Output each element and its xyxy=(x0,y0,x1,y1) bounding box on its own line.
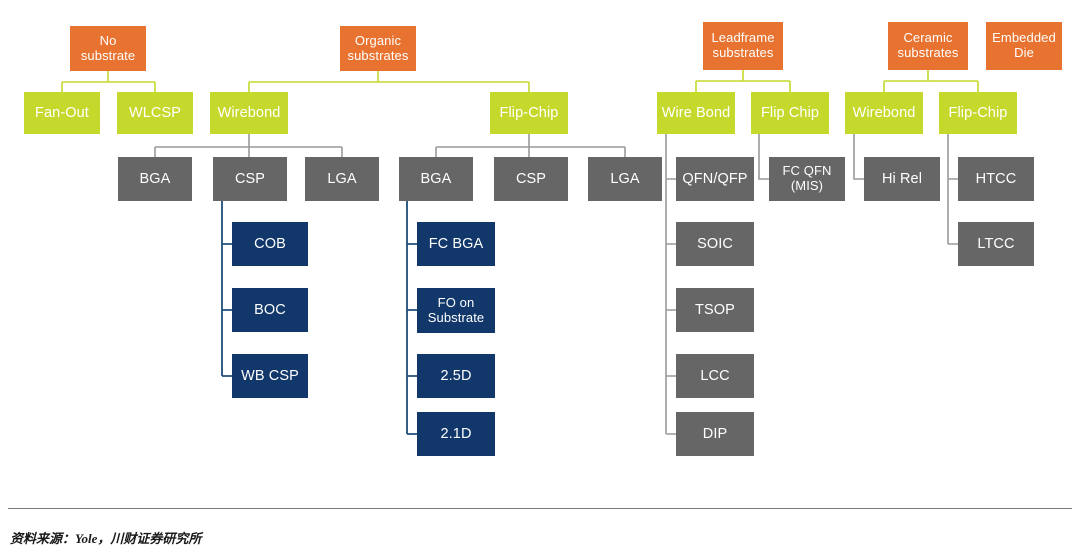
node-organic-wirebond[interactable]: Wirebond xyxy=(210,92,288,134)
node-label: Fan-Out xyxy=(35,104,89,121)
node-label: Embedded Die xyxy=(992,30,1056,60)
node-label: QFN/QFP xyxy=(682,170,748,187)
source-caption: 资料来源：Yole，川财证券研究所 xyxy=(10,531,202,546)
node-ltcc[interactable]: LTCC xyxy=(958,222,1034,266)
node-cob[interactable]: COB xyxy=(232,222,308,266)
node-label: Wirebond xyxy=(217,104,281,121)
node-label: WB CSP xyxy=(241,367,299,384)
node-label: 2.5D xyxy=(440,367,472,384)
node-tsop[interactable]: TSOP xyxy=(676,288,754,332)
node-label: Wire Bond xyxy=(661,104,731,121)
node-label: Hi Rel xyxy=(881,170,923,187)
node-flipchip-lga[interactable]: LGA xyxy=(588,157,662,201)
node-label: Flip Chip xyxy=(760,104,820,121)
node-label: CSP xyxy=(515,170,547,187)
node-wirebond-bga[interactable]: BGA xyxy=(118,157,192,201)
node-wb-csp[interactable]: WB CSP xyxy=(232,354,308,398)
node-label: Organic substrates xyxy=(347,32,409,63)
node-label: DIP xyxy=(702,425,728,442)
node-organic-flip-chip[interactable]: Flip-Chip xyxy=(490,92,568,134)
node-soic[interactable]: SOIC xyxy=(676,222,754,266)
node-label: HTCC xyxy=(975,170,1017,187)
footer-divider xyxy=(8,508,1072,509)
node-label: Ceramic substrates xyxy=(897,30,959,60)
node-label: No substrate xyxy=(80,32,136,63)
node-wirebond-lga[interactable]: LGA xyxy=(305,157,379,201)
node-2-1d[interactable]: 2.1D xyxy=(417,412,495,456)
node-label: Flip-Chip xyxy=(499,104,559,121)
node-label: Leadframe substrates xyxy=(711,30,775,60)
node-wirebond-csp[interactable]: CSP xyxy=(213,157,287,201)
node-flipchip-csp[interactable]: CSP xyxy=(494,157,568,201)
node-leadframe-wire-bond[interactable]: Wire Bond xyxy=(657,92,735,134)
node-label: LTCC xyxy=(977,235,1015,252)
node-label: Wirebond xyxy=(852,104,916,121)
node-htcc[interactable]: HTCC xyxy=(958,157,1034,201)
node-fo-on-substrate[interactable]: FO on Substrate xyxy=(417,288,495,333)
node-label: WLCSP xyxy=(128,104,182,121)
node-label: CSP xyxy=(234,170,266,187)
node-ceramic-substrates[interactable]: Ceramic substrates xyxy=(888,22,968,70)
node-label: COB xyxy=(254,235,286,252)
node-label: FO on Substrate xyxy=(427,294,485,325)
node-fc-bga[interactable]: FC BGA xyxy=(417,222,495,266)
node-leadframe-substrates[interactable]: Leadframe substrates xyxy=(703,22,783,70)
node-fc-qfn-mis[interactable]: FC QFN (MIS) xyxy=(769,157,845,201)
node-organic-substrates[interactable]: Organic substrates xyxy=(340,26,416,71)
node-label: SOIC xyxy=(697,235,733,252)
node-dip[interactable]: DIP xyxy=(676,412,754,456)
green-connectors xyxy=(61,70,979,92)
node-label: 2.1D xyxy=(440,425,472,442)
node-leadframe-flip-chip[interactable]: Flip Chip xyxy=(751,92,829,134)
node-label: LGA xyxy=(327,170,357,187)
node-label: FC BGA xyxy=(428,235,484,252)
node-flipchip-bga[interactable]: BGA xyxy=(399,157,473,201)
node-label: LGA xyxy=(610,170,640,187)
node-label: LCC xyxy=(700,367,730,384)
node-label: TSOP xyxy=(695,301,735,318)
node-boc[interactable]: BOC xyxy=(232,288,308,332)
node-label: BGA xyxy=(420,170,452,187)
node-2-5d[interactable]: 2.5D xyxy=(417,354,495,398)
node-embedded-die[interactable]: Embedded Die xyxy=(986,22,1062,70)
node-label: Flip-Chip xyxy=(948,104,1008,121)
node-fan-out[interactable]: Fan-Out xyxy=(24,92,100,134)
node-wlcsp[interactable]: WLCSP xyxy=(117,92,193,134)
node-ceramic-wirebond[interactable]: Wirebond xyxy=(845,92,923,134)
node-ceramic-flip-chip[interactable]: Flip-Chip xyxy=(939,92,1017,134)
node-label: FC QFN (MIS) xyxy=(782,163,832,193)
node-no-substrate[interactable]: No substrate xyxy=(70,26,146,71)
node-hi-rel[interactable]: Hi Rel xyxy=(864,157,940,201)
node-qfn-qfp[interactable]: QFN/QFP xyxy=(676,157,754,201)
node-lcc[interactable]: LCC xyxy=(676,354,754,398)
node-label: BOC xyxy=(254,301,286,318)
node-label: BGA xyxy=(139,170,171,187)
